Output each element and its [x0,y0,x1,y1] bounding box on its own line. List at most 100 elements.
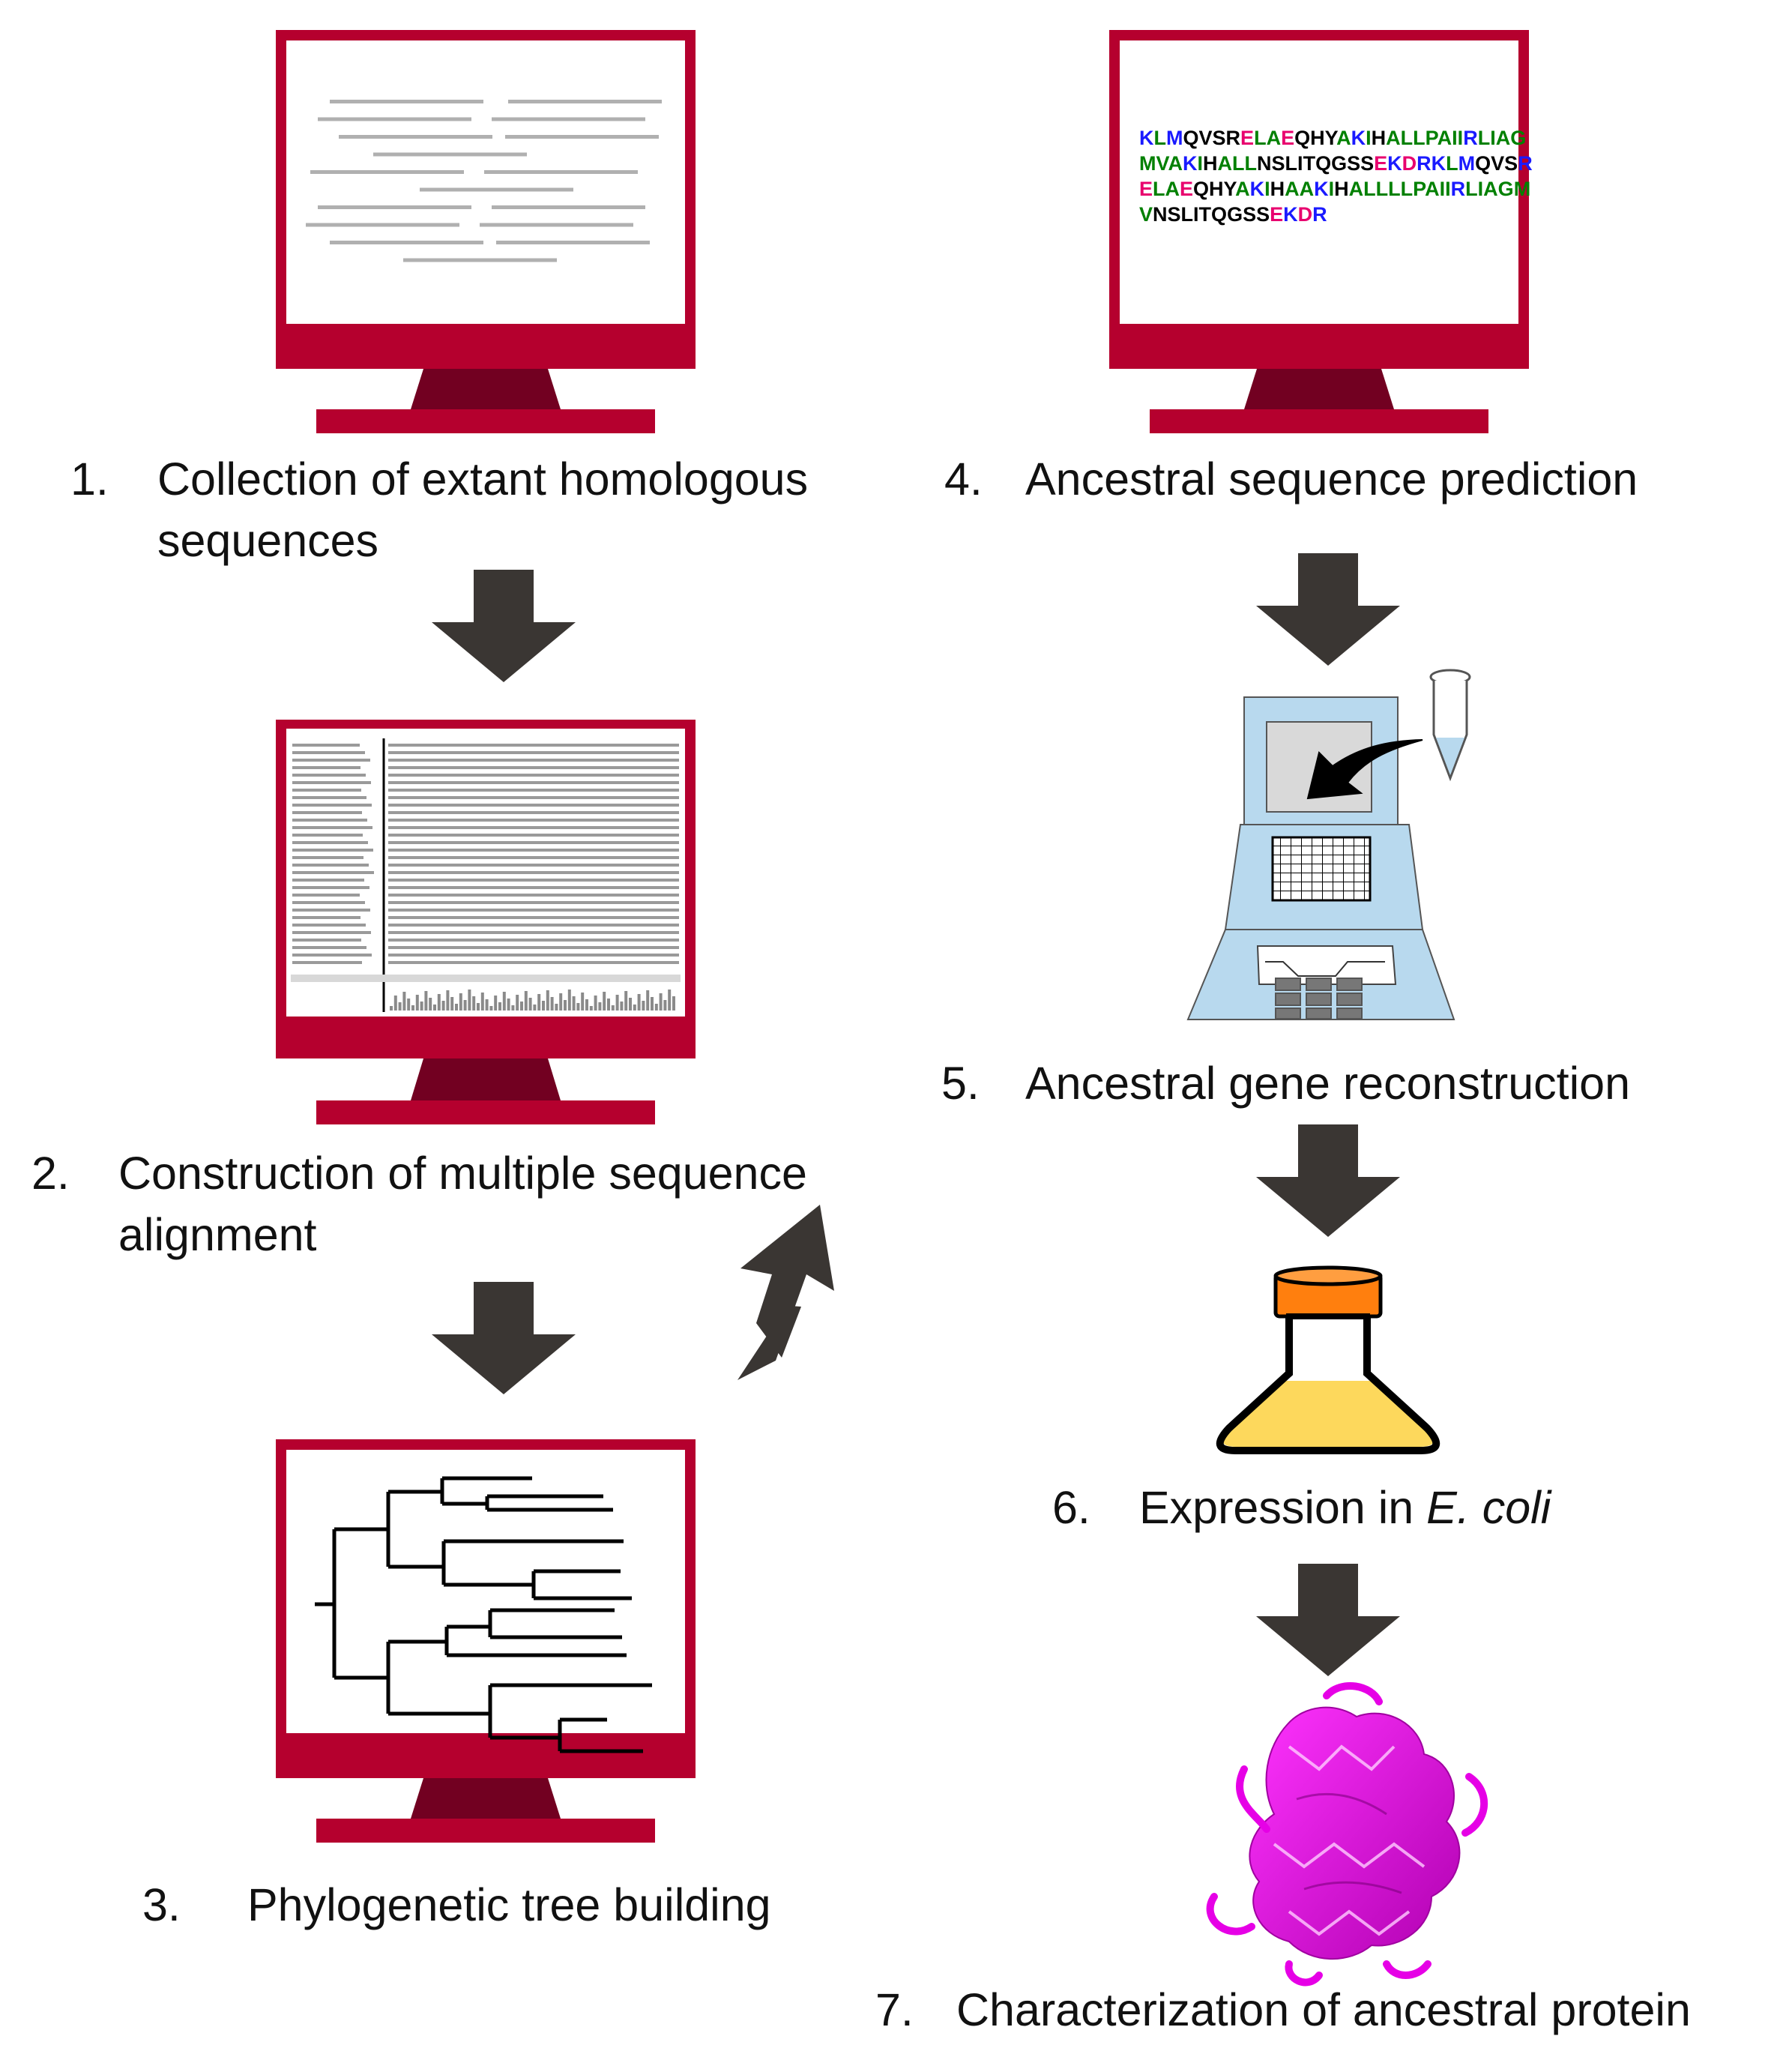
alignment-id-row [292,961,362,964]
alignment-seq-row [388,946,679,949]
step-7-number: 7. [875,1984,914,2035]
conservation-bar [511,1005,515,1011]
alignment-seq-row [388,826,679,829]
faint-text-line [330,241,483,244]
faint-text-line [373,152,527,157]
alignment-id-row [292,916,360,919]
faint-text-line [508,100,662,103]
step-6-number: 6. [1052,1482,1090,1533]
alignment-view [291,738,681,1012]
conservation-bar [433,1005,436,1011]
conservation-bar [663,1000,667,1011]
flask-liquid [1222,1381,1434,1447]
monitor-3 [276,1439,696,1843]
alignment-id-row [292,751,365,754]
conservation-bar [537,994,541,1011]
conservation-bar [546,990,549,1011]
caption-step-4: 4. Ancestral sequence prediction [944,454,1638,505]
step-4-number: 4. [944,454,983,505]
step-6-label-italic: E. coli [1426,1482,1552,1533]
caption-step-2: 2. Construction of multiple sequence ali… [31,1148,807,1260]
alignment-seq-row [388,894,679,897]
alignment-id-row [292,909,370,912]
conservation-bar [450,997,454,1011]
alignment-id-row [292,871,374,874]
alignment-seq-row [388,781,679,784]
step-6-label: Expression in E. coli [1139,1482,1552,1533]
arrow-2-to-3 [432,1282,576,1394]
conservation-bar [477,1003,480,1011]
conservation-bar [415,995,419,1011]
conservation-bar [598,1002,602,1011]
step-5-label: Ancestral gene reconstruction [1025,1058,1630,1109]
conservation-bar [633,1005,636,1011]
alignment-id-row [292,939,361,942]
conservation-bar [459,993,462,1011]
flow-arrows [432,553,1400,1676]
alignment-seq-row [388,879,679,882]
faint-text-line [306,223,459,227]
alignment-seq-row [388,961,679,964]
alignment-seq-row [388,774,679,777]
faint-text-line [505,135,659,139]
conservation-bar [637,994,641,1011]
step-2-label-line-1: Construction of multiple sequence [118,1148,807,1199]
conservation-bar [567,990,571,1011]
step-3-number: 3. [142,1879,181,1930]
monitor-1-foot [316,409,655,433]
conservation-bar [390,1006,393,1011]
alignment-id-row [292,759,370,762]
caption-step-5: 5. Ancestral gene reconstruction [941,1058,1630,1109]
alignment-seq-row [388,916,679,919]
conservation-bar [411,1005,414,1011]
step-1-label-line-2: sequences [157,515,378,566]
arrow-6-to-7 [1256,1564,1400,1676]
conservation-bar [429,998,432,1011]
conservation-bar [424,991,428,1011]
monitor-2-neck [411,1058,561,1100]
faint-text-line [310,170,464,174]
caption-step-6: 6. Expression in E. coli [1052,1482,1552,1533]
faint-text-line [492,205,645,209]
arrow-5-to-6 [1256,1124,1400,1237]
conservation-bar [528,998,532,1011]
conservation-bar [572,996,576,1011]
conservation-bar [607,999,610,1011]
flask-icon [1216,1265,1440,1454]
conservation-bar [455,1004,458,1011]
alignment-id-row [292,849,373,852]
conservation-bar [446,990,450,1011]
conservation-bar [472,996,476,1011]
faint-text-line [420,187,573,192]
synthesizer-keypad [1275,978,1363,1020]
phylogenetic-tree-icon [315,1476,652,1753]
conservation-bar [507,999,510,1011]
monitor-1-screen [286,40,685,324]
conservation-bar [651,997,654,1011]
conservation-bar [485,999,489,1011]
conservation-bar [646,990,650,1011]
conservation-bar [603,992,606,1011]
conservation-bar [516,995,519,1011]
conservation-bar [564,1000,567,1011]
alignment-id-row [292,856,363,859]
faint-text-line [330,100,483,103]
monitor-4-base-bar [1109,330,1529,369]
conservation-bar [581,993,585,1011]
alignment-ruler-row [291,975,681,982]
step-2-label-line-2: alignment [118,1209,317,1260]
step-1-number: 1. [70,454,109,505]
conservation-bar [559,993,563,1011]
alignment-id-row [292,924,366,927]
step-2-number: 2. [31,1148,70,1199]
alignment-seq-row [388,939,679,942]
faint-text-line [492,117,645,121]
alignment-id-row [292,931,371,934]
protein-structure-icon [1206,1681,1488,1987]
faint-text-line [403,258,557,262]
alignment-id-row [292,781,371,784]
dispense-arrow-icon [1306,739,1423,800]
faint-text-line [339,135,492,139]
